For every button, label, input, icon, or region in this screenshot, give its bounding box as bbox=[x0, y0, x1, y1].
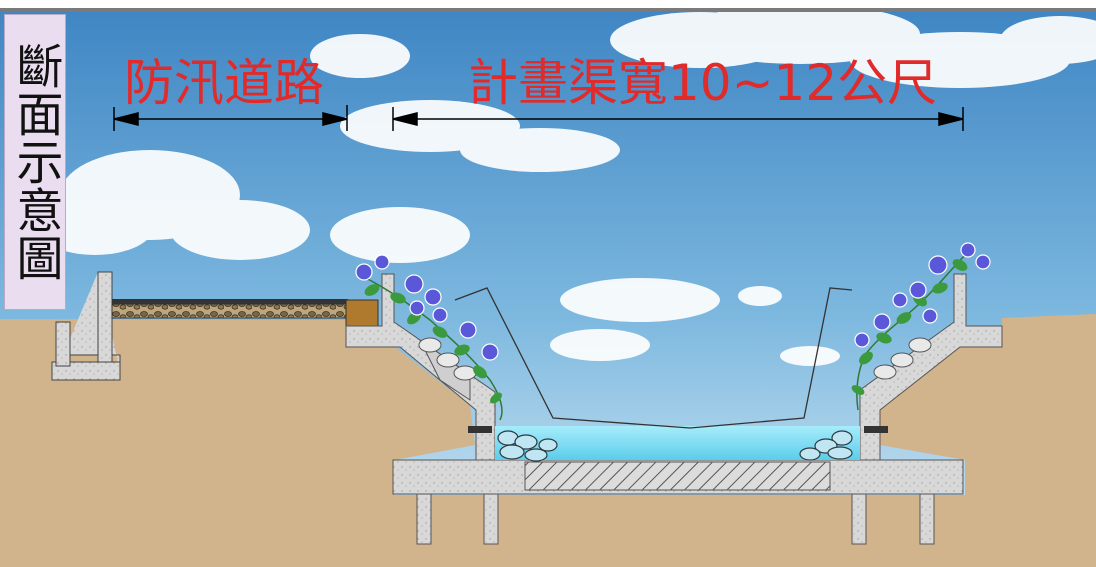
left-retaining-wall bbox=[51, 271, 121, 381]
channel-width-label: 計畫渠寬10~12公尺 bbox=[468, 54, 938, 112]
right-bank bbox=[859, 273, 1003, 461]
road-width-label: 防汛道路 bbox=[124, 54, 324, 112]
design-profile-line bbox=[454, 287, 853, 429]
water bbox=[495, 426, 860, 460]
channel-base bbox=[392, 459, 964, 495]
morning-glory-vine-icon bbox=[851, 242, 991, 411]
dimension-arrow-channel bbox=[392, 107, 964, 131]
figure-title: 斷面示意圖 bbox=[7, 42, 63, 282]
dimension-arrow-road bbox=[113, 105, 348, 131]
soil bbox=[0, 314, 1096, 567]
road bbox=[111, 299, 379, 327]
riprap-stone-icon bbox=[497, 430, 853, 462]
piles bbox=[416, 493, 935, 545]
figure-title-box: 斷面示意圖 bbox=[4, 14, 66, 310]
morning-glory-vine-icon bbox=[355, 254, 503, 421]
